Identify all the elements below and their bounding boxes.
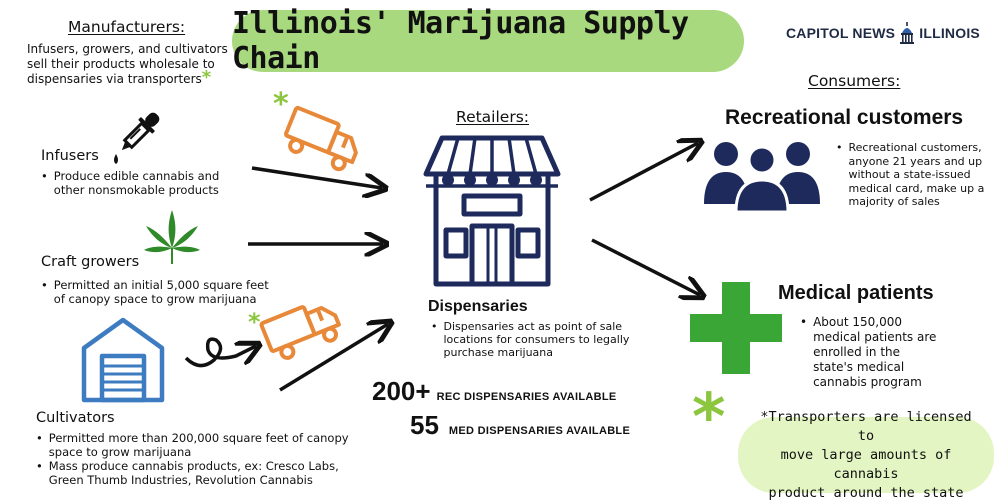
consumers-heading: Consumers: [808,72,901,90]
dispensaries-title: Dispensaries [428,298,528,315]
manufacturers-description-line: sell their products wholesale to [27,57,215,71]
craft-growers-title: Craft growers [41,254,140,270]
recreational-bullet-line: anyone 21 years and up [848,154,983,168]
manufacturers-description-line: Infusers, growers, and cultivators [27,42,228,56]
medical-bullet-line: enrolled in the [813,345,901,359]
medical-title: Medical patients [778,282,934,304]
asterisk-icon: * [692,381,726,455]
medical-bullet-line: state's medical [813,360,905,374]
cultivators-bullet-line: Permitted more than 200,000 square feet … [48,431,349,445]
arrow-store-to-medical [591,238,700,295]
logo-text-right: ILLINOIS [919,25,980,41]
cultivators-bullet-line: Green Thumb Industries, Revolution Canna… [48,473,313,487]
stat-label: MED DISPENSARIES AVAILABLE [448,425,631,437]
truck-icon [283,105,358,172]
title-banner: Illinois' Marijuana Supply Chain [232,6,744,76]
infusers-bullet-line: Produce edible cannabis and [53,169,220,183]
recreational-bullet-line: without a state-issued [848,168,971,181]
infusers-title: Infusers [41,148,99,164]
manufacturers-description-text: dispensaries via transporters [27,72,202,86]
recreational-title: Recreational customers [725,106,964,129]
asterisk-icon: * [201,67,212,88]
recreational-bullet-line: medical card, make up a [848,181,985,195]
asterisk-icon: * [248,308,261,336]
medical-bullet: • About 150,000 medical patients are enr… [800,315,936,390]
stat-number: 55 [410,410,439,440]
manufacturers-description-line: dispensaries via transporters* [27,69,228,87]
craft-growers-bullet: • Permitted an initial 5,000 square feet… [41,278,269,306]
medical-bullet-line: About 150,000 [813,315,902,329]
warehouse-icon [81,317,165,403]
transporter-note-line: move large amounts of cannabis [780,446,952,482]
craft-growers-bullet-line: Permitted an initial 5,000 square feet [53,278,269,292]
bullet-dot: • [836,141,843,154]
stat-number: 200+ [372,376,431,406]
transporter-note-line: product around the state [768,484,964,500]
bullet-dot: • [36,431,43,445]
bullet-dot: • [36,459,43,473]
people-group-icon [704,142,820,214]
infusers-bullet-line: other nonsmokable products [53,183,219,197]
stat-med-dispensaries: 55 MED DISPENSARIES AVAILABLE [410,410,630,441]
recreational-bullet: • Recreational customers, anyone 21 year… [836,141,984,209]
bullet-dot: • [41,169,48,183]
medical-cross-icon [690,282,782,374]
dispensaries-bullet: • Dispensaries act as point of sale loca… [431,320,629,359]
bullet-dot: • [800,315,808,329]
medical-bullet-line: medical patients are [813,330,937,344]
page-title: Illinois' Marijuana Supply Chain [232,6,689,76]
cultivators-bullet-line: space to grow marijuana [48,445,192,459]
transporter-note: *Transporters are licensed to move large… [738,409,994,500]
logo-text-left: CAPITOL NEWS [786,25,896,41]
manufacturers-description: Infusers, growers, and cultivators sell … [27,42,228,87]
transporter-note-line: *Transporters are licensed to [760,408,972,444]
medical-bullet-line: cannabis program [813,375,922,389]
arrow-store-to-recreational [589,143,698,202]
craft-growers-bullet-line: of canopy space to grow marijuana [53,292,257,306]
bullet-dot: • [431,320,438,333]
stat-rec-dispensaries: 200+ REC DISPENSARIES AVAILABLE [372,376,617,407]
dropper-icon [114,112,160,164]
stat-label: REC DISPENSARIES AVAILABLE [436,391,617,403]
cannabis-leaf-icon [144,210,200,264]
recreational-bullet-line: majority of sales [848,195,940,208]
cultivators-bullets: • Permitted more than 200,000 square fee… [36,431,349,487]
dispensaries-bullet-line: purchase marijuana [443,346,554,359]
cultivators-title: Cultivators [36,410,115,426]
dispensaries-bullet-line: Dispensaries act as point of sale [443,320,623,333]
capitol-dome-icon [900,22,915,44]
asterisk-icon: * [273,87,289,122]
arrow-cultivators-loop [184,337,256,368]
arrow-cultivators-to-store [279,324,388,392]
storefront-icon [423,135,561,287]
manufacturers-heading: Manufacturers: [68,18,186,36]
cultivators-bullet-line: Mass produce cannabis products, ex: Cres… [48,459,339,473]
recreational-bullet-line: Recreational customers, [848,141,982,154]
truck-icon [259,305,341,360]
bullet-dot: • [41,278,48,292]
arrow-infusers-to-store [251,166,382,188]
infusers-bullet: • Produce edible cannabis and other nons… [41,169,219,197]
capitol-news-logo: CAPITOL NEWS ILLINOIS [786,22,980,44]
dispensaries-bullet-line: locations for consumers to legally [443,333,630,346]
retailers-heading: Retailers: [456,108,530,126]
